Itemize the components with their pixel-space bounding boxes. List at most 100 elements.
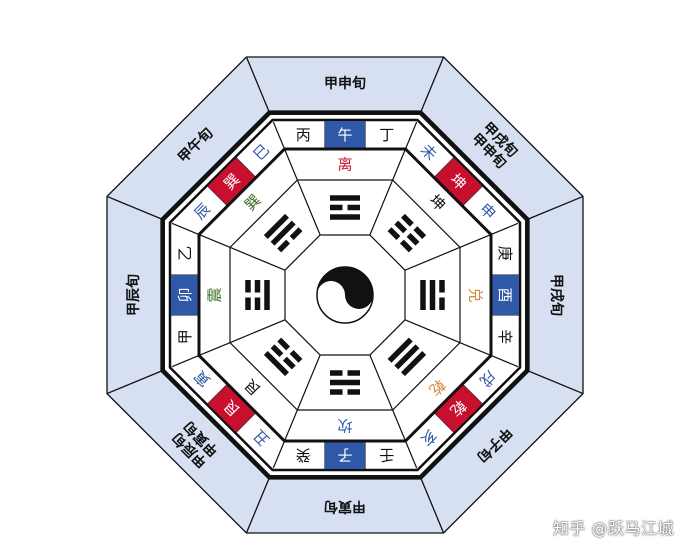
- yang-line: [263, 213, 289, 239]
- branch-cell-box: [491, 275, 519, 315]
- yin-line: [254, 280, 261, 293]
- watermark: 知乎 @跃马江城: [552, 519, 674, 538]
- yin-yang-symbol: [316, 266, 374, 324]
- yang-line: [264, 280, 270, 310]
- yang-line: [330, 379, 360, 386]
- branch-divider: [171, 222, 200, 236]
- branch-side: 甲卯乙: [171, 246, 199, 344]
- trigram-divider: [229, 246, 286, 271]
- branch-char: 壬: [379, 446, 394, 464]
- trigram-divider: [296, 179, 321, 236]
- trigram-name: 离: [337, 156, 352, 174]
- branch-char: 丁: [379, 126, 394, 144]
- outer-label-cell: 甲寅旬: [324, 498, 366, 515]
- branch-divider: [272, 440, 286, 469]
- outer-divider: [420, 478, 445, 534]
- outer-divider: [528, 370, 584, 395]
- yang-line: [394, 344, 420, 370]
- branch-cell-box: [434, 384, 483, 433]
- branch-ring: 丙午丁未坤申庚酉辛戌乾亥壬子癸丑艮寅甲卯乙辰巽巳: [171, 121, 519, 469]
- outer-label: 甲申旬: [324, 75, 366, 92]
- branch-divider: [404, 121, 418, 150]
- name-divider: [392, 148, 407, 181]
- yin-line: [330, 370, 343, 376]
- outer-divider: [245, 478, 270, 534]
- name-ring-outer: [197, 147, 493, 443]
- branch-side: 丑艮寅: [191, 367, 273, 449]
- branch-cell-box: [171, 275, 199, 315]
- outer-divider: [245, 56, 270, 112]
- branch-char: 丙: [296, 126, 311, 144]
- outer-label-cell: 甲戌旬: [548, 274, 565, 316]
- yin-line: [254, 297, 261, 310]
- yin-yang-icon: [316, 266, 374, 324]
- xun-trigram-icon: [263, 213, 303, 253]
- yin-line: [347, 204, 360, 211]
- branch-side: 庚酉辛: [491, 246, 519, 344]
- yang-line: [330, 214, 360, 220]
- branch-divider: [171, 354, 200, 368]
- branch-char: 庚: [496, 246, 514, 261]
- yin-line: [330, 204, 343, 211]
- branch-char: 午: [337, 126, 352, 144]
- branch-side: 壬子癸: [296, 441, 394, 469]
- yin-line: [245, 280, 251, 293]
- name-divider: [198, 233, 231, 248]
- trigram-name-cell: 兑: [467, 287, 485, 302]
- outer-label: 甲辰旬: [125, 274, 142, 316]
- trigram-divider: [404, 246, 461, 271]
- trigram-divider: [369, 179, 394, 236]
- yang-line: [401, 351, 427, 377]
- kan-trigram-icon: [330, 370, 360, 395]
- branch-side: 丙午丁: [296, 121, 394, 149]
- yin-line: [330, 389, 343, 395]
- trigram-name-cell: 坎: [337, 417, 352, 435]
- branch-char: 卯: [176, 287, 194, 302]
- yin-line: [387, 227, 401, 241]
- yin-line: [289, 227, 303, 241]
- yin-line: [289, 349, 303, 363]
- branch-cell-box: [207, 384, 256, 433]
- trigram-divider: [229, 319, 286, 344]
- yang-line: [429, 280, 436, 310]
- frame-outer-line: [161, 111, 529, 479]
- branch-char: 子: [337, 446, 352, 464]
- branch-char: 甲: [176, 329, 194, 344]
- yang-line: [420, 280, 426, 310]
- branch-cell-box: [325, 441, 365, 469]
- yin-line: [277, 337, 291, 351]
- yang-line: [387, 337, 413, 363]
- outer-divider: [106, 195, 162, 220]
- yin-line: [270, 344, 284, 358]
- yin-line: [413, 226, 427, 239]
- outer-divider: [106, 370, 162, 395]
- branch-char: 酉: [496, 287, 514, 302]
- yin-line: [399, 239, 413, 253]
- name-divider: [459, 233, 492, 248]
- branch-divider: [490, 354, 519, 368]
- kun-trigram-icon: [387, 213, 427, 253]
- name-divider: [283, 409, 298, 442]
- yin-line: [439, 297, 445, 310]
- name-divider: [459, 342, 492, 357]
- branch-divider: [272, 121, 286, 150]
- li-trigram-icon: [330, 195, 360, 220]
- trigram-name-cell: 离: [337, 156, 352, 174]
- yang-line: [270, 220, 296, 246]
- branch-char: 乙: [176, 246, 194, 261]
- outer-label-cell: 甲申旬: [324, 75, 366, 92]
- trigram-ring-inner: [284, 234, 406, 356]
- zhen-trigram-icon: [245, 280, 270, 310]
- trigram-name-cell: 震: [206, 287, 224, 302]
- name-divider: [198, 342, 231, 357]
- branch-char: 辛: [496, 329, 514, 344]
- yin-line: [439, 280, 445, 293]
- yin-line: [347, 370, 360, 376]
- frame-band: [161, 111, 529, 479]
- branch-char: 癸: [296, 446, 311, 464]
- outer-label: 甲寅旬: [324, 498, 366, 515]
- name-divider: [392, 409, 407, 442]
- trigram-divider: [296, 354, 321, 411]
- branch-cell-box: [434, 157, 483, 206]
